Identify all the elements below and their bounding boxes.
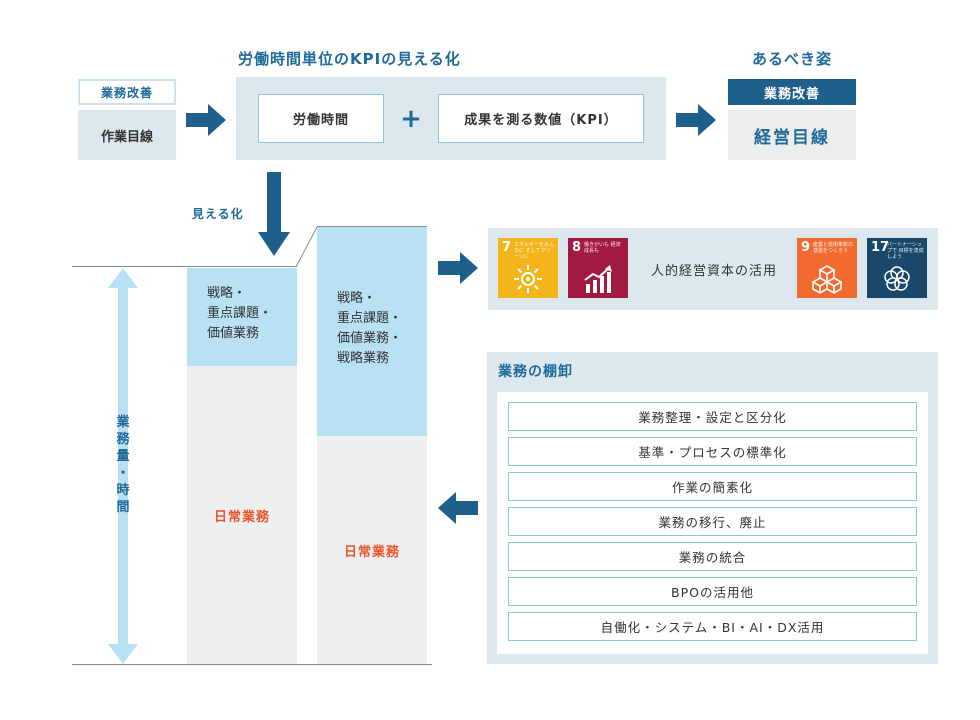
workload-axis-label: 業 務 量 ・ 時 間 [116, 415, 130, 515]
connector-line [296, 226, 318, 268]
cubes-icon [797, 264, 857, 294]
sdg-goal-9: 9 産業と技術革新の 基盤をつくろう [797, 238, 857, 298]
stocktake-item: 業務の統合 [508, 542, 917, 571]
plus-icon: + [400, 104, 422, 134]
arrow-right-icon [676, 104, 716, 136]
stocktake-item: BPOの活用他 [508, 577, 917, 606]
connector-top [317, 226, 427, 227]
ideal-tag: 業務改善 [728, 79, 856, 105]
kpi-title: 労働時間単位のKPIの見える化 [238, 50, 461, 68]
stocktake-item: 業務整理・設定と区分化 [508, 402, 917, 431]
growth-chart-icon [568, 264, 628, 294]
human-capital-label: 人的経営資本の活用 [650, 263, 777, 279]
current-tag: 業務改善 [78, 79, 176, 105]
working-hours-box: 労働時間 [258, 94, 384, 143]
ideal-target: 経営目線 [728, 110, 856, 160]
left-bar-daily: 日常業務 [187, 366, 297, 664]
arrow-right-icon [186, 104, 226, 136]
stocktake-item: 作業の簡素化 [508, 472, 917, 501]
current-target: 作業目線 [78, 110, 176, 160]
sun-icon [498, 264, 558, 294]
left-bar-strategic: 戦略・ 重点課題・ 価値業務 [187, 268, 297, 366]
stocktake-item: 業務の移行、廃止 [508, 507, 917, 536]
stocktake-item: 自働化・システム・BI・AI・DX活用 [508, 612, 917, 641]
sdg-goal-17: 17 パートナーシップで 目標を達成しよう [867, 238, 927, 298]
baseline-top [72, 266, 297, 267]
right-bar-daily: 日常業務 [317, 436, 427, 664]
visualize-label: 見える化 [192, 207, 244, 221]
sdg-goal-7: 7 エネルギーをみんなに そしてクリーンに [498, 238, 558, 298]
double-arrow-icon [108, 268, 138, 664]
ideal-title: あるべき姿 [751, 50, 832, 68]
sdgs-panel [488, 228, 938, 310]
stocktake-item: 基準・プロセスの標準化 [508, 437, 917, 466]
right-bar-strategic: 戦略・ 重点課題・ 価値業務・ 戦略業務 [317, 227, 427, 436]
sdg-goal-8: 8 働きがいも 経済成長も [568, 238, 628, 298]
arrow-left-icon [438, 492, 478, 524]
stocktake-title: 業務の棚卸 [498, 364, 573, 380]
kpi-metric-box: 成果を測る数値（KPI） [438, 94, 644, 143]
rings-icon [867, 264, 927, 294]
arrow-down-icon [258, 172, 290, 256]
baseline-bottom [72, 664, 432, 665]
arrow-right-icon [438, 252, 478, 284]
